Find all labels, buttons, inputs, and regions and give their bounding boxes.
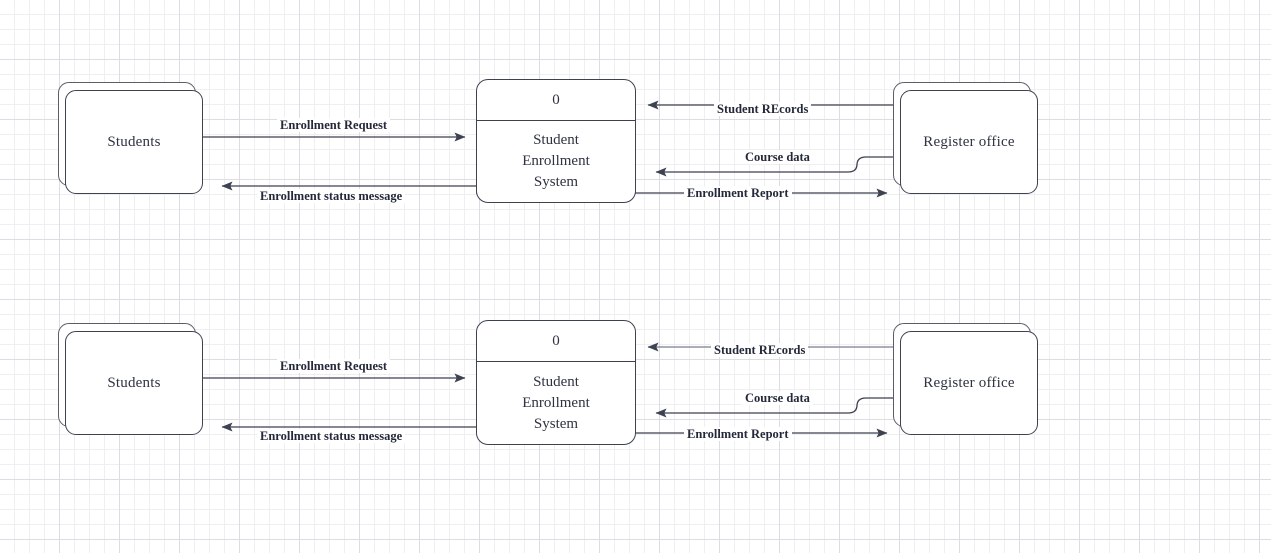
entity-label: Students: [107, 133, 161, 150]
entity-front-layer: Register office: [900, 331, 1038, 435]
entity-label: Register office: [923, 133, 1015, 150]
process-number: 0: [477, 80, 635, 121]
entity-students-bottom[interactable]: Students: [58, 323, 210, 435]
entity-register-office-top[interactable]: Register office: [893, 82, 1045, 194]
process-name: Student Enrollment System: [477, 121, 635, 202]
flow-label-student-records-bottom: Student REcords: [711, 343, 809, 357]
entity-label: Register office: [923, 374, 1015, 391]
flow-course-data-bottom[interactable]: [655, 397, 893, 418]
flow-course-data-top[interactable]: [655, 156, 893, 177]
flow-label-student-records-top: Student REcords: [714, 102, 812, 116]
flow-label-enrollment-status-message-bottom: Enrollment status message: [257, 429, 406, 443]
process-student-enrollment-system-top[interactable]: 0 Student Enrollment System: [476, 79, 636, 203]
flow-label-enrollment-report-bottom: Enrollment Report: [684, 427, 792, 441]
entity-register-office-bottom[interactable]: Register office: [893, 323, 1045, 435]
process-name-line-3: System: [533, 415, 579, 432]
process-name-line-2: Enrollment: [522, 394, 590, 411]
flow-label-course-data-top: Course data: [742, 150, 813, 164]
process-name-line-1: Student: [533, 132, 579, 148]
process-student-enrollment-system-bottom[interactable]: 0 Student Enrollment System: [476, 320, 636, 445]
entity-front-layer: Register office: [900, 90, 1038, 194]
flow-label-enrollment-request-bottom: Enrollment Request: [277, 359, 391, 373]
flow-label-course-data-bottom: Course data: [742, 391, 813, 405]
entity-label: Students: [107, 374, 161, 391]
process-number: 0: [477, 321, 635, 362]
process-name-line-1: Student: [533, 373, 579, 390]
entity-front-layer: Students: [65, 90, 203, 194]
flow-label-enrollment-request-top: Enrollment Request: [277, 118, 391, 132]
process-name-line-2: Enrollment: [522, 153, 590, 169]
flow-label-enrollment-report-top: Enrollment Report: [684, 186, 792, 200]
entity-front-layer: Students: [65, 331, 203, 435]
entity-students-top[interactable]: Students: [58, 82, 210, 194]
process-name-line-3: System: [533, 174, 579, 190]
flow-label-enrollment-status-message-top: Enrollment status message: [257, 189, 406, 203]
process-name: Student Enrollment System: [477, 362, 635, 444]
